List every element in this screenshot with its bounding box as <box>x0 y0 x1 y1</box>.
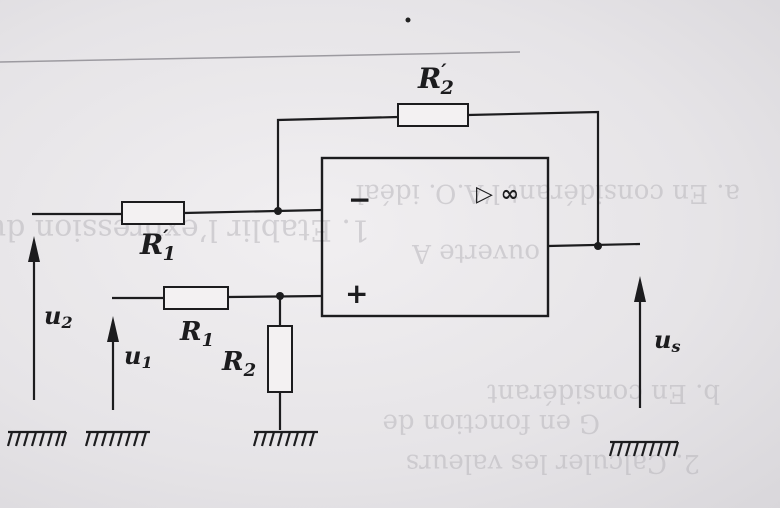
arrow-u2 <box>28 236 40 400</box>
wire-feedback-left <box>276 115 399 211</box>
label-u2: u2 <box>44 301 73 332</box>
resistor-r1-prime <box>121 201 185 225</box>
bleed-line-3: ouverte A <box>411 238 540 268</box>
label-r1: R1 <box>179 317 214 351</box>
wire-to-plus <box>227 294 323 299</box>
opamp-minus-sign: − <box>348 183 371 216</box>
ground-r2 <box>252 430 318 447</box>
resistor-r1 <box>163 286 229 310</box>
label-r1-prime: R′1 <box>139 225 176 265</box>
wire-feedback-right <box>467 110 600 246</box>
label-u1: u1 <box>124 341 153 372</box>
bleed-line-5: G en fonction de <box>383 408 600 438</box>
resistor-r2 <box>267 325 293 393</box>
bleed-line-4: b. En considérant <box>487 378 720 408</box>
opamp-gain-symbol: ▷ ∞ <box>476 182 519 207</box>
wire-to-minus <box>183 208 323 215</box>
page-edge-line <box>0 51 521 63</box>
arrow-u1 <box>107 316 119 410</box>
ground-us <box>608 440 680 457</box>
opamp-plus-sign: + <box>345 277 368 310</box>
ink-dot <box>405 17 411 23</box>
bleed-line-6: 2. Calculer les valeurs <box>406 448 700 478</box>
wire-output <box>547 242 641 248</box>
arrow-us <box>634 276 646 408</box>
opamp-body <box>320 156 550 318</box>
label-us: us <box>654 325 680 356</box>
ground-u2 <box>6 430 68 447</box>
node-output <box>594 242 602 250</box>
resistor-r2-prime <box>397 103 469 127</box>
label-r2: R2 <box>221 347 256 381</box>
label-r2-prime: R′2 <box>417 59 454 99</box>
ground-u1 <box>84 430 150 447</box>
